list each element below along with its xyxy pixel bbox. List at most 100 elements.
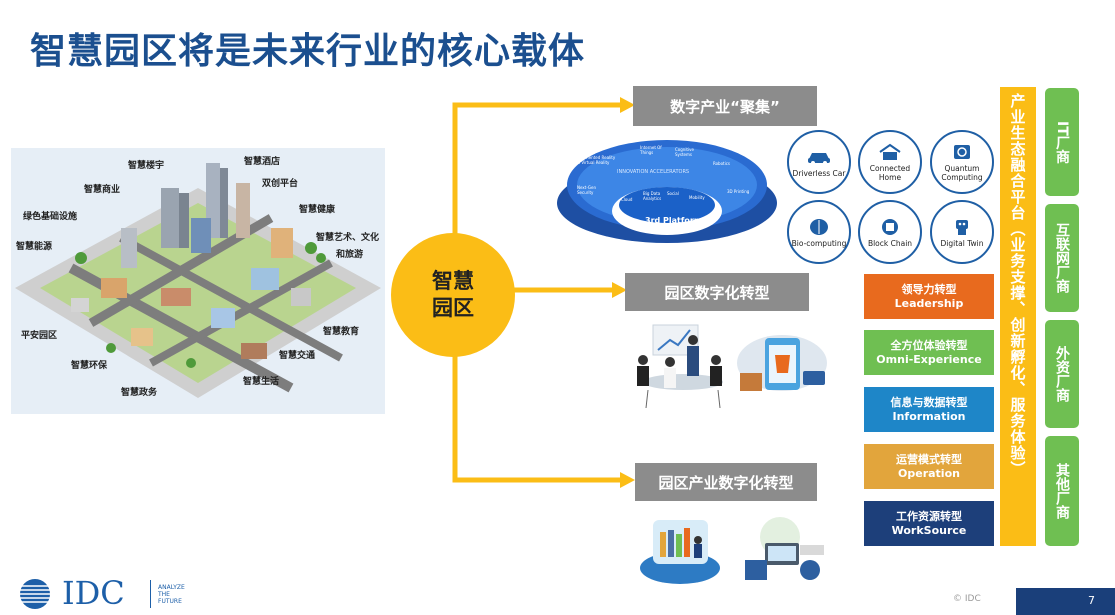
label-smart-energy: 智慧能源: [16, 242, 53, 252]
vendor-label: 互联网厂商: [1054, 223, 1070, 293]
quantum-icon: [954, 145, 970, 159]
idc-logo-text: IDC: [62, 574, 125, 612]
copyright: © IDC: [953, 594, 981, 604]
third-platform-diagram: INNOVATION ACCELERATORS 3rd Platform Aug…: [555, 133, 780, 251]
page-number-bar: [1016, 588, 1115, 615]
tech-block-chain: Block Chain: [858, 200, 922, 264]
transform-en: Omni-Experience: [876, 352, 982, 366]
industry-warehouse-illustration: [638, 512, 723, 586]
label-smart-health: 智慧健康: [299, 205, 336, 215]
ecosystem-platform-text: 产业生态融合平台（业务支撑、创新孵化、服务体验）: [1008, 93, 1027, 477]
transform-en: Operation: [898, 466, 960, 480]
platform-ring-label: INNOVATION ACCELERATORS: [617, 169, 690, 175]
tech-quantum-computing: Quantum Computing: [930, 130, 994, 194]
transform-operation: 运营模式转型 Operation: [864, 444, 994, 489]
platform-item-robotics: Robotics: [713, 161, 730, 166]
vendor-internet: 互联网厂商: [1045, 204, 1079, 312]
label-smart-traffic: 智慧交通: [279, 351, 316, 361]
transform-zh: 工作资源转型: [896, 509, 962, 523]
transform-omni-experience: 全方位体验转型 Omni-Experience: [864, 330, 994, 375]
tech-label: Quantum Computing: [941, 164, 983, 182]
platform-item-3d-printing: 3D Printing: [727, 189, 750, 194]
transform-zh: 信息与数据转型: [890, 395, 968, 409]
platform-item-cognitive: Cognitive Systems: [675, 147, 694, 157]
label-safe-park: 平安园区: [21, 331, 58, 341]
label-smart-commerce: 智慧商业: [84, 185, 121, 195]
page-number: 7: [1088, 594, 1095, 607]
warehouse-graphic: [640, 520, 720, 584]
platform-graphic: [557, 140, 777, 243]
logo-divider: [150, 580, 151, 608]
car-icon: [808, 152, 830, 165]
platform-item-mobility: Mobility: [689, 195, 705, 200]
label-smart-building: 智慧楼宇: [128, 161, 165, 171]
vendor-label: 其他厂商: [1054, 463, 1070, 519]
label-smart-eco: 智慧环保: [71, 361, 108, 371]
label-innovation-platform: 双创平台: [262, 179, 299, 189]
tagline-line: FUTURE: [158, 598, 182, 605]
shopping-graphic: [737, 335, 827, 391]
transform-leadership: 领导力转型 Leadership: [864, 274, 994, 319]
digital-network-illustration: [740, 515, 828, 585]
transform-en: WorkSource: [891, 523, 967, 537]
branch-connectors: [452, 97, 635, 488]
label-art-culture: 智慧艺术、文化: [316, 233, 380, 243]
vendor-foreign: 外资厂商: [1045, 320, 1079, 428]
platform-item-social: Social: [667, 191, 679, 196]
ecommerce-illustration: [735, 333, 830, 403]
label-smart-gov: 智慧政务: [121, 388, 158, 398]
smart-city-illustration: 智慧楼宇 智慧酒店 智慧商业 双创平台 绿色基础设施 智慧健康 智慧能源 智慧艺…: [11, 148, 385, 414]
label-tourism: 和旅游: [336, 250, 364, 260]
tagline-line: ANALYZE: [158, 584, 185, 591]
tech-label: Digital Twin: [940, 238, 984, 248]
transform-information: 信息与数据转型 Information: [864, 387, 994, 432]
ecosystem-platform-bar: 产业生态融合平台（业务支撑、创新孵化、服务体验）: [1000, 87, 1036, 546]
tech-label: Bio-computing: [791, 238, 847, 248]
tech-bio-computing: Bio-computing: [787, 200, 851, 264]
vendor-other: 其他厂商: [1045, 436, 1079, 546]
tech-connected-home: Connected Home: [858, 130, 922, 194]
platform-item-iot: Internet Of Things: [640, 145, 662, 155]
globe-graphic: [20, 579, 50, 609]
home-icon: [879, 143, 901, 160]
idc-globe-icon: [15, 578, 55, 610]
idc-tagline: ANALYZE THE FUTURE: [158, 584, 185, 605]
network-graphic: [745, 517, 824, 580]
meeting-graphic: [637, 324, 723, 409]
hub-line-1: 智慧: [432, 269, 474, 293]
business-meeting-illustration: [628, 320, 733, 412]
label-smart-life: 智慧生活: [243, 377, 280, 387]
label-smart-education: 智慧教育: [323, 327, 360, 337]
transform-zh: 全方位体验转型: [890, 338, 968, 352]
vendor-label: 外资厂商: [1054, 346, 1070, 402]
page-title: 智慧园区将是未来行业的核心载体: [30, 31, 586, 72]
platform-item-ar-vr: Augmented Reality & Virtual Reality: [577, 155, 616, 165]
tech-driverless-car: Driverless Car: [787, 130, 851, 194]
platform-item-big-data: Big Data Analytics: [643, 191, 662, 201]
transform-zh: 领导力转型: [901, 282, 957, 296]
hub-line-2: 园区: [432, 296, 474, 320]
blockchain-icon: [882, 218, 898, 235]
vendor-it: IT厂商: [1045, 88, 1079, 196]
brain-icon: [810, 218, 828, 235]
branch-park-industry-digital-transformation: 园区产业数字化转型: [635, 463, 817, 501]
platform-center-label: 3rd Platform: [645, 216, 703, 225]
transform-en: Information: [892, 409, 966, 423]
smart-park-hub: 智慧 园区: [391, 233, 515, 357]
tech-label: Driverless Car: [792, 168, 846, 178]
branch-digital-industry-cluster: 数字产业“聚集”: [633, 86, 817, 126]
tagline-line: THE: [158, 591, 170, 598]
platform-item-security: Next-Gen Security: [577, 185, 597, 195]
transform-en: Leadership: [894, 296, 964, 310]
tech-label: Block Chain: [867, 238, 913, 248]
label-green-infra: 绿色基础设施: [23, 212, 78, 222]
robot-icon: [956, 219, 968, 235]
transform-worksource: 工作资源转型 WorkSource: [864, 501, 994, 546]
branch-park-digital-transformation: 园区数字化转型: [625, 273, 809, 311]
label-smart-hotel: 智慧酒店: [244, 157, 281, 167]
tech-label: Connected Home: [869, 164, 911, 182]
city-graphic: [15, 163, 381, 398]
vendor-label: IT厂商: [1054, 120, 1070, 164]
tech-digital-twin: Digital Twin: [930, 200, 994, 264]
transform-zh: 运营模式转型: [896, 452, 962, 466]
